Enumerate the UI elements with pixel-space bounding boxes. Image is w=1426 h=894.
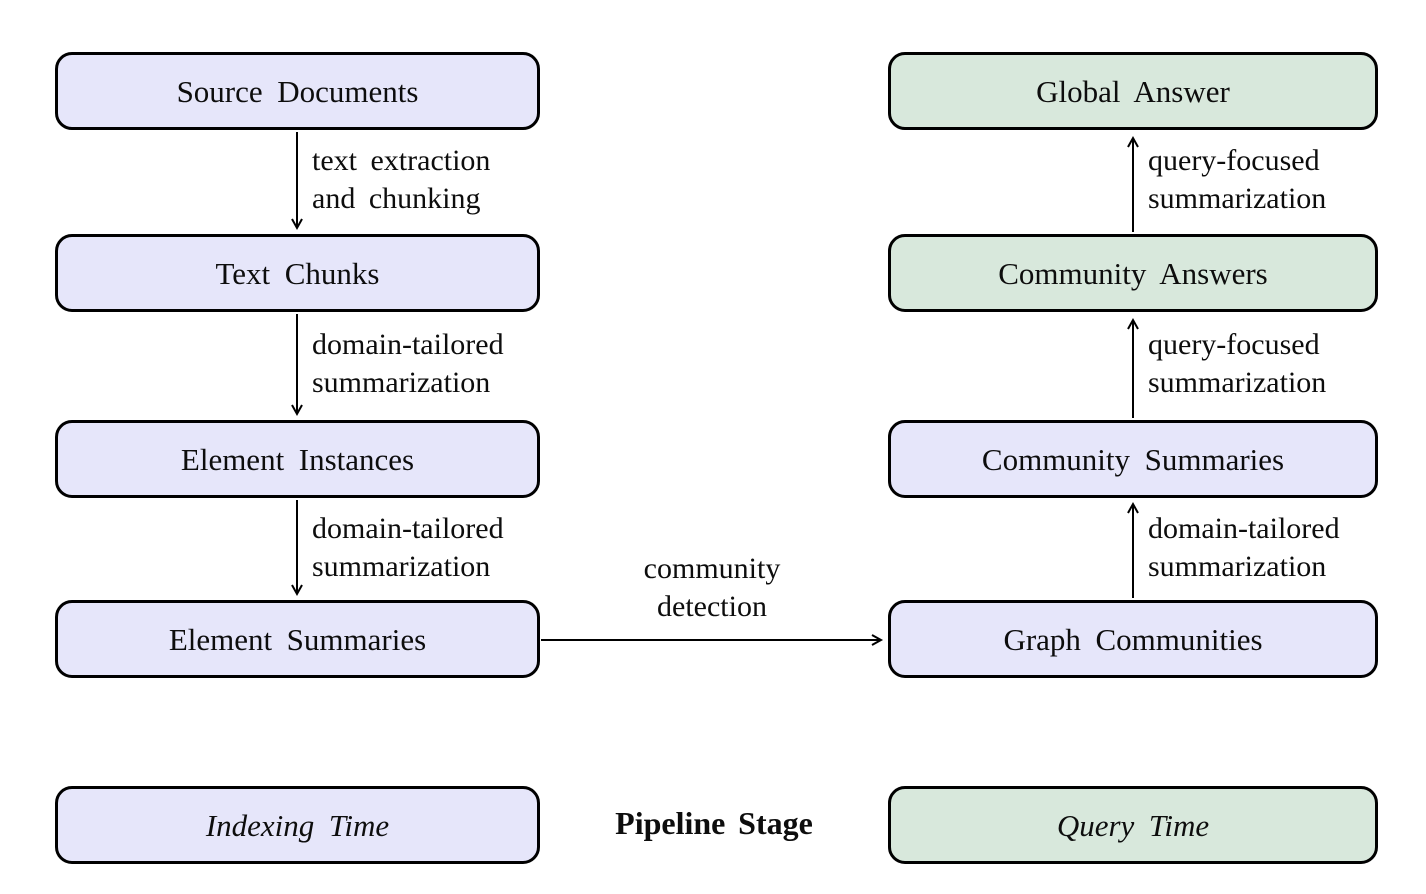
edge-label-line: summarization: [312, 550, 491, 583]
legend-query-time: Query Time: [888, 786, 1378, 864]
edge-label-community-detection: community detection: [562, 550, 862, 626]
edge-label-line: summarization: [1148, 550, 1327, 583]
node-community-answers: Community Answers: [888, 234, 1378, 312]
edge-label-line: summarization: [312, 366, 491, 399]
edge-label-query-focused-2: query-focused summarization: [1148, 142, 1326, 218]
edge-label-line: detection: [657, 590, 767, 623]
edge-label-line: summarization: [1148, 182, 1327, 215]
edge-label-line: domain-tailored: [312, 328, 504, 361]
edge-label-line: query-focused: [1148, 144, 1320, 177]
edge-label-line: community: [643, 552, 781, 585]
node-element-instances: Element Instances: [55, 420, 540, 498]
edge-label-line: text extraction: [312, 144, 491, 177]
edge-label-line: and chunking: [312, 182, 481, 215]
node-element-summaries: Element Summaries: [55, 600, 540, 678]
node-source-documents: Source Documents: [55, 52, 540, 130]
edge-label-line: domain-tailored: [1148, 512, 1340, 545]
node-text-chunks: Text Chunks: [55, 234, 540, 312]
edge-label-text-extraction: text extraction and chunking: [312, 142, 490, 218]
edge-label-query-focused-1: query-focused summarization: [1148, 326, 1326, 402]
edge-label-line: summarization: [1148, 366, 1327, 399]
node-global-answer: Global Answer: [888, 52, 1378, 130]
edge-label-line: query-focused: [1148, 328, 1320, 361]
edge-label-domain-tailored-1: domain-tailored summarization: [312, 326, 504, 402]
edge-label-domain-tailored-3: domain-tailored summarization: [1148, 510, 1340, 586]
edge-label-domain-tailored-2: domain-tailored summarization: [312, 510, 504, 586]
node-community-summaries: Community Summaries: [888, 420, 1378, 498]
edge-label-line: domain-tailored: [312, 512, 504, 545]
node-graph-communities: Graph Communities: [888, 600, 1378, 678]
legend-pipeline-stage: Pipeline Stage: [615, 805, 813, 841]
legend-indexing-time: Indexing Time: [55, 786, 540, 864]
